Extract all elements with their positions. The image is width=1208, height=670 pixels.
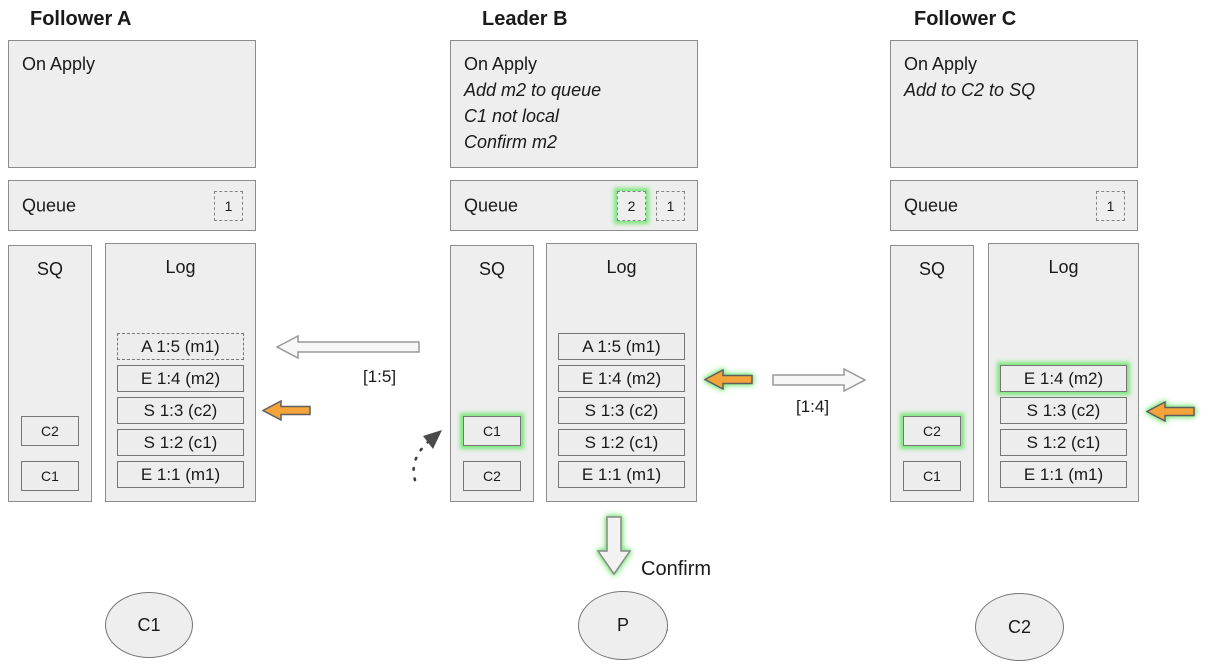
on-apply-box-c: On Apply Add to C2 to SQ (890, 40, 1138, 168)
log-entry: S 1:2 (c1) (558, 429, 685, 456)
client-c2-ellipse: C2 (975, 593, 1064, 661)
sq-panel-c: SQ C2 C1 (890, 245, 974, 502)
log-title: Log (1048, 257, 1079, 277)
log-title: Log (606, 257, 637, 277)
sq-items: C2 C1 (21, 416, 79, 491)
queue-label: Queue (22, 195, 77, 215)
sq-items: C2 C1 (903, 416, 961, 491)
sq-item: C2 (21, 416, 79, 446)
sq-item: C2 (463, 461, 521, 491)
confirm-arrow (597, 516, 631, 576)
replicate-arrow-b-to-a (276, 334, 420, 360)
process-p-ellipse: P (578, 591, 668, 660)
queue-slot: 2 (617, 190, 646, 221)
on-apply-note: Confirm m2 (464, 132, 558, 152)
replicate-arrow-b-to-c (772, 367, 866, 393)
log-title: Log (165, 257, 196, 277)
log-entries: A 1:5 (m1) E 1:4 (m2) S 1:3 (c2) S 1:2 (… (558, 333, 685, 488)
apply-arrow-b (704, 368, 753, 391)
queue-box-a: Queue 1 (8, 180, 256, 231)
log-entry: A 1:5 (m1) (558, 333, 685, 360)
queue-label: Queue (464, 195, 519, 215)
log-entries: A 1:5 (m1) E 1:4 (m2) S 1:3 (c2) S 1:2 (… (117, 333, 244, 488)
replicate-range-label-a: [1:5] (363, 367, 397, 386)
sq-item: C1 (903, 461, 961, 491)
log-entry: E 1:4 (m2) (558, 365, 685, 392)
log-entry: A 1:5 (m1) (117, 333, 244, 360)
queue-label: Queue (904, 195, 959, 215)
queue-slot: 1 (1096, 190, 1125, 221)
sq-item: C1 (463, 416, 521, 446)
log-panel-b: Log A 1:5 (m1) E 1:4 (m2) S 1:3 (c2) S 1… (546, 243, 697, 502)
on-apply-title: On Apply (464, 54, 538, 74)
log-entry: S 1:2 (c1) (117, 429, 244, 456)
sq-title: SQ (36, 259, 63, 279)
apply-arrow-a (262, 399, 311, 422)
sq-title: SQ (918, 259, 945, 279)
column-title-follower-c: Follower C (914, 8, 1017, 30)
sq-item: C1 (21, 461, 79, 491)
client-c1-ellipse: C1 (105, 592, 193, 658)
queue-items: 1 (1096, 190, 1125, 221)
replicate-range-label-c: [1:4] (796, 397, 830, 416)
on-apply-box-b: On Apply Add m2 to queue C1 not local Co… (450, 40, 698, 168)
log-panel-a: Log A 1:5 (m1) E 1:4 (m2) S 1:3 (c2) S 1… (105, 243, 256, 502)
on-apply-note: C1 not local (464, 106, 560, 126)
on-apply-title: On Apply (904, 54, 978, 74)
log-entry: S 1:3 (c2) (558, 397, 685, 424)
queue-box-c: Queue 1 (890, 180, 1138, 231)
sq-items: C1 C2 (463, 416, 521, 491)
column-title-follower-a: Follower A (30, 8, 132, 30)
sq-panel-b: SQ C1 C2 (450, 245, 534, 502)
queue-items: 1 (214, 190, 243, 221)
log-entries: E 1:4 (m2) S 1:3 (c2) S 1:2 (c1) E 1:1 (… (1000, 365, 1127, 488)
on-apply-box-a: On Apply (8, 40, 256, 168)
log-entry: E 1:1 (m1) (558, 461, 685, 488)
queue-items: 2 1 (617, 190, 685, 221)
on-apply-title: On Apply (22, 54, 96, 74)
log-entry: E 1:1 (m1) (117, 461, 244, 488)
log-panel-c: Log E 1:4 (m2) S 1:3 (c2) S 1:2 (c1) E 1… (988, 243, 1139, 502)
log-entry: S 1:2 (c1) (1000, 429, 1127, 456)
column-title-leader-b: Leader B (482, 8, 568, 30)
sq-title: SQ (478, 259, 505, 279)
on-apply-note: Add m2 to queue (464, 80, 602, 100)
log-entry: S 1:3 (c2) (1000, 397, 1127, 424)
confirm-label-line1: Confirm (641, 558, 712, 580)
queue-slot: 1 (656, 190, 685, 221)
log-entry: E 1:1 (m1) (1000, 461, 1127, 488)
log-entry: S 1:3 (c2) (117, 397, 244, 424)
on-apply-note: Add to C2 to SQ (904, 80, 1036, 100)
log-entry: E 1:4 (m2) (1000, 365, 1127, 392)
sq-item: C2 (903, 416, 961, 446)
dotted-arrow-to-c1 (412, 430, 442, 482)
log-entry: E 1:4 (m2) (117, 365, 244, 392)
queue-box-b: Queue 2 1 (450, 180, 698, 231)
queue-slot: 1 (214, 190, 243, 221)
apply-arrow-c (1146, 400, 1195, 423)
sq-panel-a: SQ C2 C1 (8, 245, 92, 502)
